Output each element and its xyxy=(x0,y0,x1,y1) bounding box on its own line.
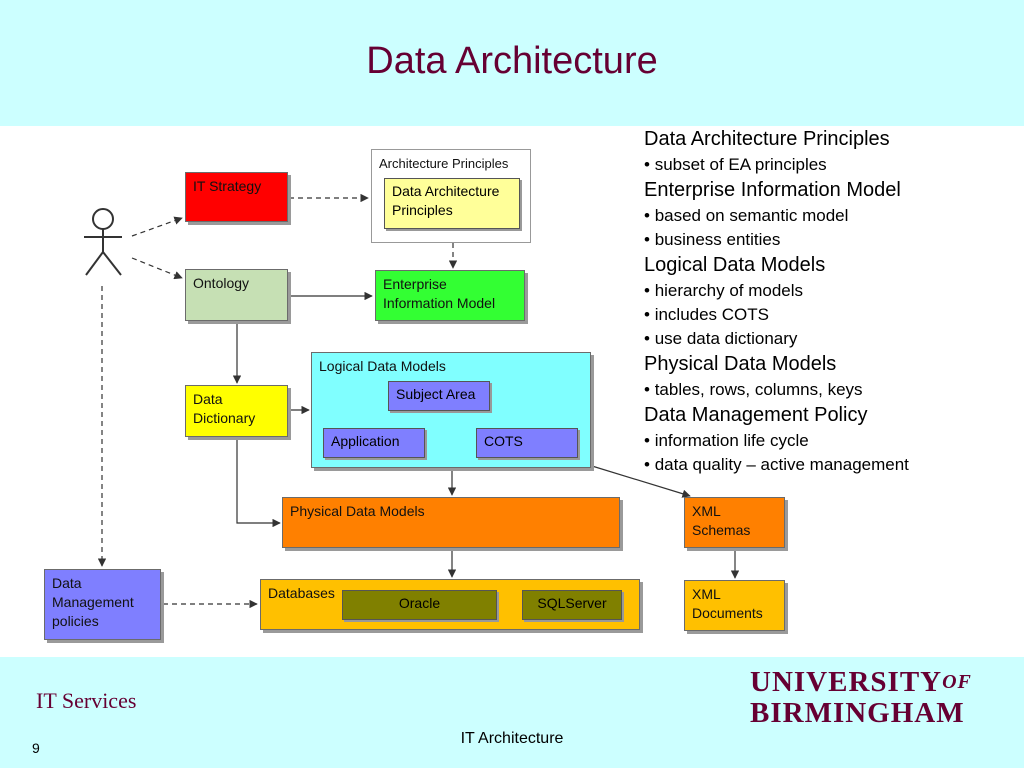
note-heading: Logical Data Models xyxy=(644,254,826,276)
note-heading: Enterprise Information Model xyxy=(644,179,901,201)
subject-area-label: Subject Area xyxy=(396,386,476,402)
databases-label: Databases xyxy=(268,585,335,601)
sqlserver-box: SQLServer xyxy=(522,590,622,620)
note-bullet: • subset of EA principles xyxy=(644,155,827,174)
physical-data-models-label: Physical Data Models xyxy=(290,503,425,519)
note-heading: Physical Data Models xyxy=(644,353,837,375)
logical-data-models-label: Logical Data Models xyxy=(319,358,446,374)
ontology-box: Ontology xyxy=(185,269,288,321)
university-logo: UNIVERSITYOF BIRMINGHAM xyxy=(750,667,972,729)
arrow-actor-itstrategy xyxy=(131,216,183,237)
arrow-logical-xml xyxy=(591,465,691,498)
note-bullet: • use data dictionary xyxy=(644,329,798,348)
sqlserver-label: SQLServer xyxy=(537,595,607,611)
architecture-principles-label: Architecture Principles xyxy=(379,156,509,171)
footer-band xyxy=(0,657,1024,768)
data-dictionary-label: Data Dictionary xyxy=(193,391,256,426)
logo-of: OF xyxy=(942,671,972,693)
oracle-label: Oracle xyxy=(398,595,441,611)
xml-schemas-box: XML Schemas xyxy=(684,497,785,548)
logo-birmingham: BIRMINGHAM xyxy=(750,697,965,729)
data-management-policies-label: Data Management policies xyxy=(52,575,134,629)
xml-documents-box: XML Documents xyxy=(684,580,785,631)
note-bullet: • tables, rows, columns, keys xyxy=(644,380,863,399)
note-heading: Data Architecture Principles xyxy=(644,128,890,150)
physical-data-models-box: Physical Data Models xyxy=(282,497,620,548)
xml-schemas-label: XML Schemas xyxy=(692,503,751,538)
note-bullet: • information life cycle xyxy=(644,431,809,450)
data-architecture-principles-label: Data Architecture Principles xyxy=(392,183,500,218)
footer-it-architecture: IT Architecture xyxy=(460,730,564,747)
data-dictionary-box: Data Dictionary xyxy=(185,385,288,437)
note-heading: Data Management Policy xyxy=(644,404,868,426)
arrow-actor-ontology xyxy=(131,257,183,280)
it-strategy-label: IT Strategy xyxy=(193,178,262,194)
cots-label: COTS xyxy=(484,433,523,449)
enterprise-information-model-box: Enterprise Information Model xyxy=(375,270,525,321)
data-management-policies-box: Data Management policies xyxy=(44,569,161,640)
note-bullet: • business entities xyxy=(644,230,781,249)
application-box: Application xyxy=(323,428,425,458)
note-bullet: • hierarchy of models xyxy=(644,281,804,300)
arrow-dictionary-physical xyxy=(236,438,281,528)
header-band xyxy=(0,0,1024,126)
cots-box: COTS xyxy=(476,428,578,458)
subject-area-box: Subject Area xyxy=(388,381,490,411)
note-bullet: • data quality – active management xyxy=(644,455,909,474)
page-number: 9 xyxy=(32,740,40,756)
xml-documents-label: XML Documents xyxy=(692,586,763,621)
actor-icon xyxy=(84,208,122,276)
footer-it-services: IT Services xyxy=(36,688,137,713)
slide-title: Data Architecture xyxy=(366,40,658,82)
ontology-label: Ontology xyxy=(193,275,250,291)
note-bullet: • based on semantic model xyxy=(644,206,849,225)
notes-panel: Data Architecture Principles • subset of… xyxy=(644,126,1019,477)
note-bullet: • includes COTS xyxy=(644,305,770,324)
oracle-box: Oracle xyxy=(342,590,497,620)
enterprise-information-model-label: Enterprise Information Model xyxy=(383,276,496,311)
application-label: Application xyxy=(331,433,400,449)
data-architecture-principles-box: Data Architecture Principles xyxy=(384,178,520,229)
logo-university: UNIVERSITY xyxy=(750,666,943,698)
it-strategy-box: IT Strategy xyxy=(185,172,288,222)
